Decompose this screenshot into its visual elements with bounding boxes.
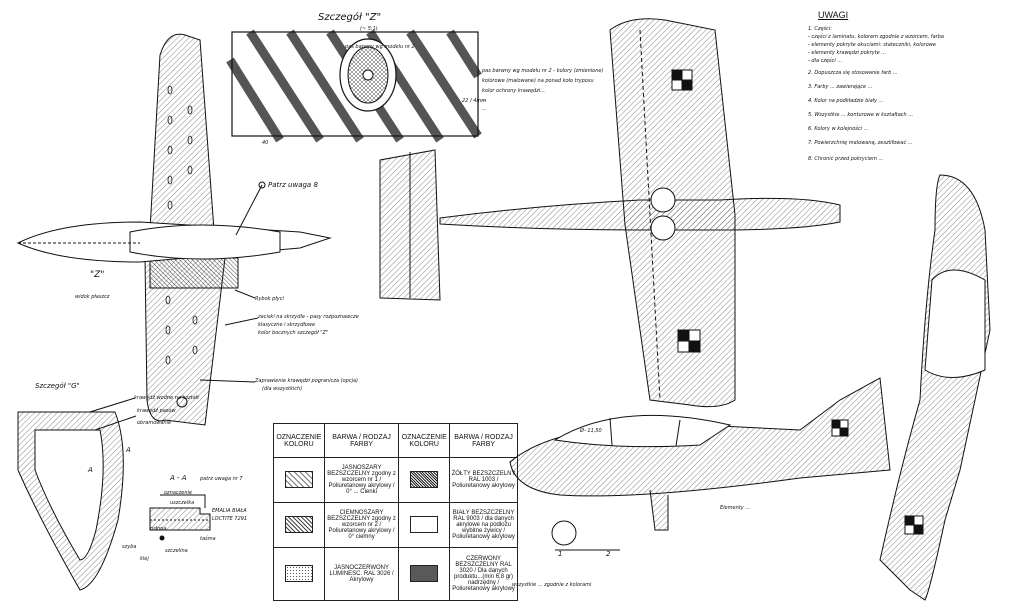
- swatch-light-grey: [284, 471, 313, 489]
- swatch-luminescent-red-cell: [273, 546, 325, 602]
- wing-stripe: [149, 257, 239, 289]
- swatch-white: [410, 516, 439, 534]
- callout-krawedz: Zaprawienie krawędzi pogranicza (opcja): [255, 378, 358, 384]
- detail-aa-label-oslona: osłona: [150, 526, 167, 532]
- detail-g-label-4: A: [88, 466, 93, 474]
- note-11: 8. Chronić przed pokryciem ...: [808, 156, 884, 162]
- swatch-light-grey-cell: [273, 457, 325, 503]
- note-3: - elementy krawędzi pokryte ...: [808, 50, 887, 56]
- callout-pokrywa: Rybok płyci: [255, 296, 284, 302]
- legend-row-1-left: CIEMNOSZARY BEZSZCZELNY zgodny z wzorcem…: [323, 501, 400, 548]
- legend-head-color-right: BARWA / RODZAJ FARBY: [449, 423, 518, 458]
- legend-head-code-right: OZNACZENIE KOLORU: [398, 423, 451, 458]
- detail-aa-subtitle: patrz uwaga nr 7: [200, 476, 243, 482]
- main-planform-view: [379, 18, 841, 408]
- detail-aa-label-emalia: EMALIA BIAŁA: [212, 508, 247, 514]
- legend-row-0-left: JASNOSZARY BEZSZCZELNY zgodny z wzorcem …: [323, 457, 400, 503]
- note-5: 2. Dopuszcza się stosowanie farb ...: [808, 70, 898, 76]
- color-legend: OZNACZENIE KOLORU BARWA / RODZAJ FARBY O…: [273, 423, 518, 602]
- side-number-2: 2: [606, 550, 611, 558]
- rivet-row: [165, 85, 198, 365]
- detail-aa-label-szyba: szyba: [122, 544, 137, 550]
- callout-strefa-3: kolor bocznych szczegół "Z": [258, 330, 329, 336]
- note-0: 1. Części:: [808, 26, 832, 32]
- swatch-red-cell: [398, 546, 451, 602]
- side-number-1: 1: [558, 550, 563, 558]
- callout-strefa-2: klasyczne i skrzydłowe: [258, 322, 316, 328]
- checker-insignia-top: [671, 69, 693, 91]
- callout-patrz-uwaga: Patrz uwaga 8: [268, 181, 318, 189]
- detail-aa-label-oznaczenie: oznaczenie: [164, 490, 193, 496]
- callout-strefa: zaciski na skrzydle - pasy rozpoznawcze: [258, 314, 359, 320]
- detail-z-note-4: ...: [482, 97, 487, 103]
- notes-title: UWAGI: [818, 10, 849, 20]
- front-view: [879, 174, 991, 601]
- note-10: 7. Powierzchnię malowaną, zeszlifować ..…: [808, 140, 913, 146]
- z-caption: widok płaszcz: [75, 294, 110, 300]
- legend-row-0-right: ŻÓŁTY BEZSZCZELNY RAL 1003 / Poliuretano…: [449, 457, 518, 503]
- detail-z-box: [226, 29, 482, 143]
- side-dimension: Ø- 11,50: [580, 428, 602, 434]
- detail-z-dim-a: 22 / 4mm: [462, 98, 487, 104]
- note-2: - elementy pokryte okuciami: stateczniki…: [808, 42, 936, 48]
- swatch-dark-grey-cell: [273, 501, 325, 548]
- detail-z-note-3: kolor ochrony krawędzi...: [482, 88, 545, 94]
- detail-z-note-5: ...: [482, 106, 487, 112]
- detail-aa-label-klej: klej: [140, 556, 149, 562]
- detail-g-label-3: A: [126, 446, 131, 454]
- swatch-yellow: [410, 471, 439, 489]
- note-1: - części z laminatu, kolorem zgodnie z w…: [808, 34, 944, 40]
- detail-aa-label-uszczelka: uszczelka: [170, 500, 195, 506]
- callout-krawedz-2: (dla wszystkich): [262, 386, 303, 392]
- detail-z-note-0: pas barwny wg modelu nr 2: [345, 44, 415, 50]
- swatch-red: [410, 565, 439, 583]
- detail-g: [17, 397, 137, 591]
- detail-z-note-1: pas barwny wg modelu nr 2 - kolory (zmie…: [482, 68, 604, 74]
- note-8: 5. Wszystkie ... konturowe w kształtach …: [808, 112, 914, 118]
- detail-g-label-1: krawędź pasów: [137, 408, 176, 414]
- bottom-note: wszystkie ... zgodnie z kolorami: [512, 582, 592, 588]
- left-planform-view: [16, 33, 332, 426]
- swatch-white-cell: [398, 501, 451, 548]
- swatch-dark-grey: [284, 516, 313, 534]
- checker-insignia-bottom: [677, 329, 701, 353]
- detail-z-title: Szczegół "Z": [318, 12, 382, 23]
- side-note: Elementy ...: [720, 505, 751, 511]
- z-marker: "Z": [90, 270, 105, 280]
- detail-g-label-2: obramowanie: [137, 420, 172, 426]
- checker-insignia-side: [831, 419, 849, 437]
- note-6: 3. Farby ... zawierające ...: [808, 84, 873, 90]
- detail-z-dim-b: 40: [262, 140, 269, 146]
- detail-aa-label-tasma: taśma: [200, 536, 216, 542]
- legend-row-2-right: CZERWONY BEZSZCZELNY RAL 3020 / Dla dany…: [449, 546, 518, 602]
- detail-aa-label-szczelina: szczelina: [165, 548, 188, 554]
- detail-g-label-0: krawędź wodne na kształt: [134, 395, 200, 401]
- swatch-luminescent-red: [284, 565, 313, 583]
- note-7: 4. Kolor na podkładzie biały ...: [808, 98, 884, 104]
- checker-insignia-front: [904, 515, 924, 535]
- note-9: 6. Kolory w kolejności ...: [808, 126, 869, 132]
- swatch-yellow-cell: [398, 457, 451, 503]
- detail-z-note-2: kolorowe (malowane) na ponad koło trypos…: [482, 78, 594, 84]
- legend-head-code-left: OZNACZENIE KOLORU: [273, 423, 325, 458]
- legend-head-color-left: BARWA / RODZAJ FARBY: [323, 423, 400, 458]
- detail-aa-title: A - A: [170, 474, 187, 482]
- detail-aa: [149, 494, 211, 541]
- legend-row-1-right: BIAŁY BEZSZCZELNY RAL 9003 / dla danych …: [449, 501, 518, 548]
- detail-aa-label-loctite: LOCTITE 7291: [212, 516, 248, 522]
- note-4: - dla części ...: [808, 58, 843, 64]
- detail-z-scale: (~ 5:1): [360, 26, 378, 32]
- side-view: [509, 377, 891, 551]
- legend-row-2-left: JASNOCZERWONY LUMINESC. RAL 3026 / Akryl…: [323, 546, 400, 602]
- detail-g-title: Szczegół "G": [35, 382, 80, 390]
